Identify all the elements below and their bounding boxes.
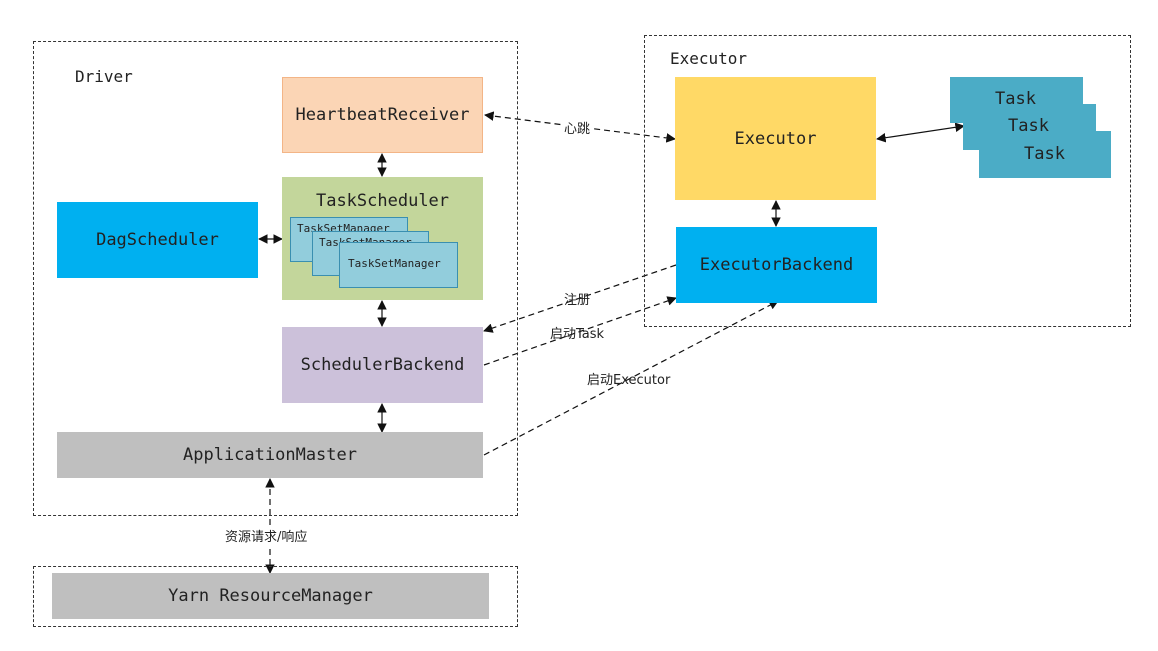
executor-frame [644,35,1131,327]
task-scheduler-label: TaskScheduler [315,191,450,211]
dag-scheduler-node: DagScheduler [57,202,258,278]
launch-task-edge-label: 启动Task [550,327,605,342]
executor-task-edge [876,122,965,143]
launch-executor-edge [483,300,779,456]
resource-request-edge-label: 资源请求/响应 [223,526,310,545]
driver-label: Driver [75,67,133,86]
executor-label: Executor [670,49,748,68]
register-edge-label: 注册 [564,293,591,308]
executor-node: Executor [675,77,876,200]
heartbeat-receiver-node: HeartbeatReceiver [282,77,483,153]
launch-executor-edge-label: 启动Executor [587,373,671,388]
yarn-frame [33,566,518,627]
driver-frame [33,41,518,516]
yarn-resource-manager-node: Yarn ResourceManager [52,573,489,619]
launch-task-edge [483,296,677,366]
executor-backend-node: ExecutorBackend [676,227,877,303]
task-set-manager-node-3: TaskSetManager [339,242,458,288]
application-master-node: ApplicationMaster [57,432,483,478]
task-node-3: Task [979,131,1111,178]
scheduler-backend-node: SchedulerBackend [282,327,483,403]
heartbeat-edge-label: 心跳 [562,118,593,137]
